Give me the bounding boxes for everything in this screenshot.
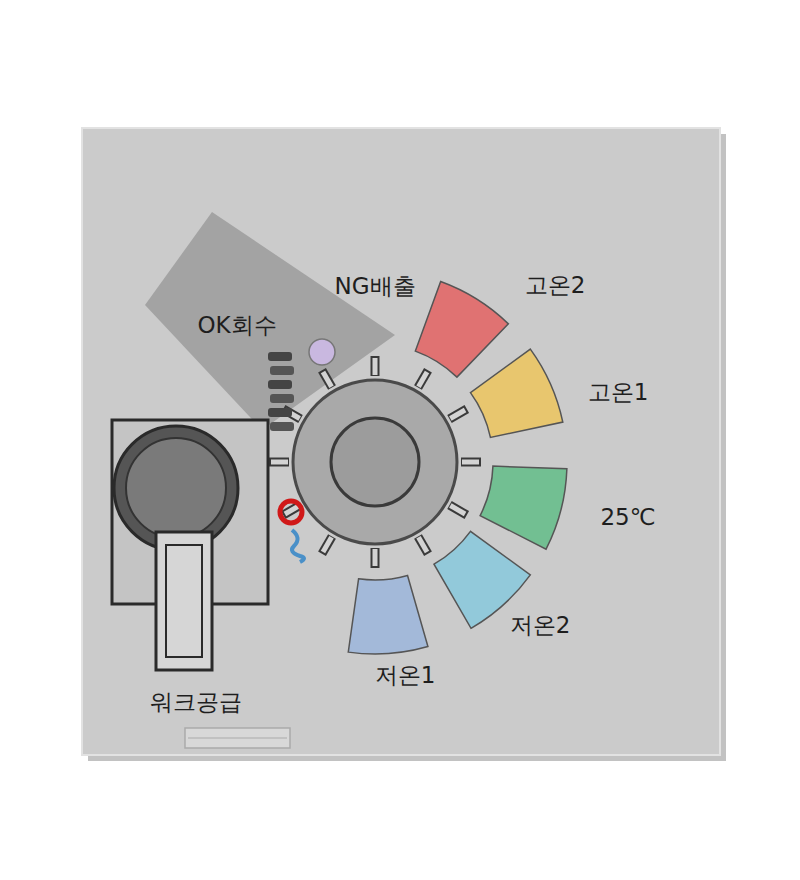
zone-wedge	[470, 349, 562, 437]
zone-label: NG배출	[334, 274, 415, 299]
zone-wedge	[348, 575, 428, 654]
zone-wedge	[480, 466, 567, 549]
dial-tick-face	[323, 537, 332, 552]
switch-lever	[156, 532, 212, 670]
zone-label: 저온2	[510, 613, 571, 638]
lever-face	[166, 545, 202, 657]
zone-wedge	[415, 282, 508, 378]
panel-plate	[82, 128, 720, 755]
dial-tick	[461, 458, 481, 467]
supply-slot	[185, 728, 290, 748]
dial-tick	[322, 536, 332, 553]
dial-tick-face	[450, 506, 465, 515]
switch-cap	[126, 438, 226, 538]
zone-label: 고온1	[588, 380, 649, 405]
zone-label: 워크공급	[150, 690, 242, 715]
zone-label: 저온1	[375, 663, 436, 688]
dial-tick-face	[419, 537, 428, 552]
slot-line	[188, 738, 287, 739]
dial-tick-face	[450, 410, 465, 419]
dial-tick	[418, 536, 428, 553]
dial-tick	[322, 370, 332, 387]
dial-tick-face	[419, 372, 428, 387]
zone-label: OK회수	[197, 313, 276, 338]
dial-ticks	[269, 356, 481, 568]
dial-tick	[449, 409, 466, 419]
coolant-mark	[292, 530, 304, 562]
dial-tick-face	[285, 506, 300, 515]
dial-tick	[371, 356, 380, 376]
dial-tick-face	[271, 460, 288, 465]
dial-knob	[331, 418, 419, 506]
dial-tick	[269, 458, 289, 467]
dial-tick	[418, 370, 428, 387]
dial-tick	[449, 505, 466, 515]
dial-tick	[371, 548, 380, 568]
dial-ring	[293, 380, 457, 544]
ng-indicator	[280, 501, 302, 523]
dial-tick-face	[462, 460, 479, 465]
dial-tick-face	[373, 549, 378, 566]
ok-indicator	[309, 339, 335, 365]
zone-label: 고온2	[525, 273, 586, 298]
spring-coil	[268, 352, 294, 431]
dial-tick-face	[373, 358, 378, 375]
zone-label: 25℃	[600, 505, 655, 530]
dial-tick-face	[323, 372, 332, 387]
